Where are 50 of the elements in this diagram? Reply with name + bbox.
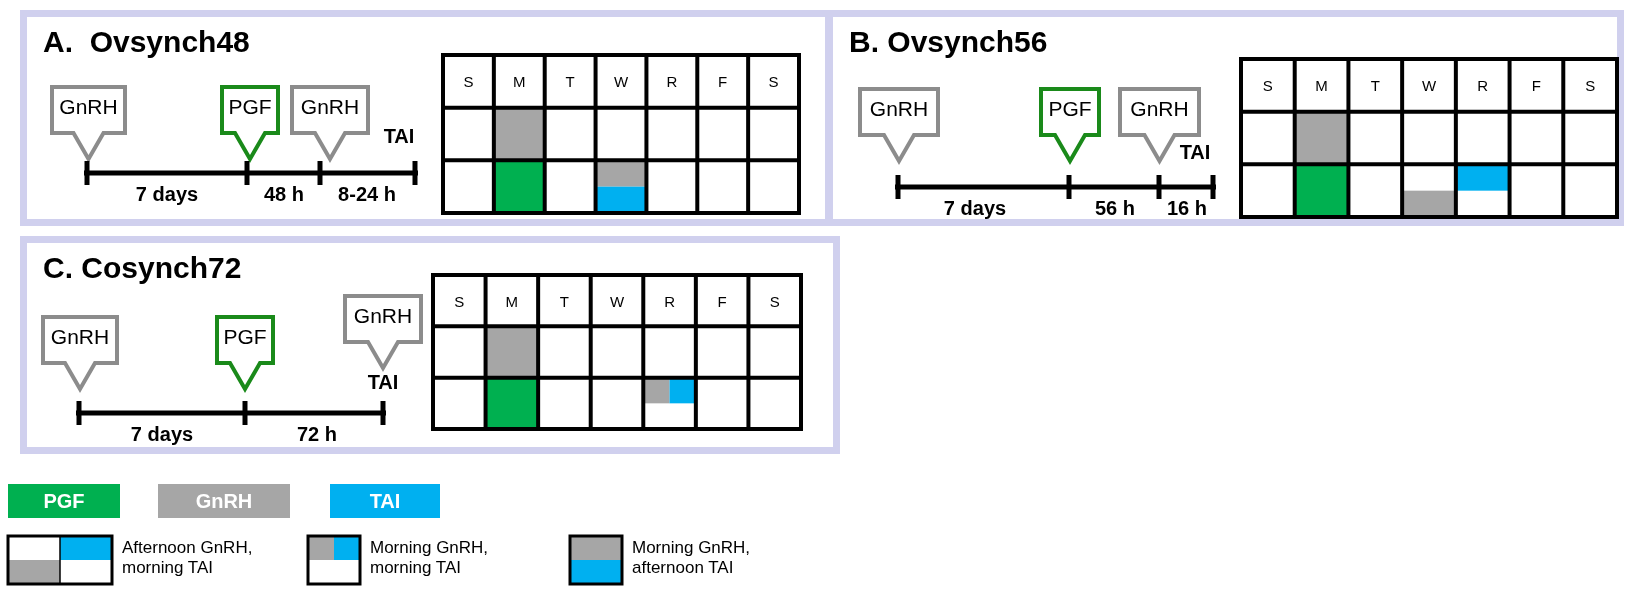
day-label: M [1315,76,1328,94]
legend-swatch: TAI [330,484,440,518]
gnrh-callout: GnRH [858,87,940,163]
day-label: S [769,292,780,310]
day-label: R [1477,76,1489,94]
day-label: T [559,292,569,310]
panel-title: C. Cosynch72 [43,251,242,285]
gnrh-callout: GnRH [343,294,423,370]
legend-text: Morning GnRH, morning TAI [370,538,490,578]
legend-swatch: GnRH [158,484,290,518]
interval-label: 7 days [943,197,1007,220]
panel-title: A. Ovsynch48 [43,25,250,59]
day-label: W [609,292,625,310]
day-label: F [1531,76,1541,94]
interval-label: 7 days [135,183,199,206]
day-label: W [1421,76,1437,94]
day-label: W [613,72,629,90]
interval-label: 7 days [130,423,194,446]
pgf-callout: PGF [220,85,280,161]
legend-swatch: PGF [8,484,120,518]
interval-label: 72 h [297,423,337,446]
interval-label: 16 h [1167,197,1207,220]
day-label: T [565,72,575,90]
gnrh-callout: GnRH [50,85,127,161]
tai-label: TAI [367,371,399,394]
panel-title: B. Ovsynch56 [849,25,1048,59]
day-label: R [664,292,675,310]
legend-text: Morning GnRH, afternoon TAI [632,538,752,578]
interval-label: 48 h [264,183,304,206]
day-label: R [666,72,678,90]
day-label: M [513,72,526,90]
day-label: S [463,72,474,90]
day-label: S [1262,76,1273,94]
interval-label: 56 h [1095,197,1135,220]
day-label: S [768,72,779,90]
day-label: S [454,292,465,310]
pgf-callout: PGF [215,315,275,391]
day-label: F [718,72,728,90]
gnrh-callout: GnRH [290,85,370,161]
day-label: F [717,292,727,310]
tai-label: TAI [383,125,415,148]
tai-label: TAI [1179,141,1211,164]
legend-text: Afternoon GnRH, morning TAI [122,538,254,578]
day-label: S [1585,76,1596,94]
panel [20,236,840,454]
day-label: M [505,292,519,310]
gnrh-callout: GnRH [41,315,119,391]
day-label: T [1370,76,1380,94]
interval-label: 8-24 h [338,183,396,206]
pgf-callout: PGF [1039,87,1101,163]
